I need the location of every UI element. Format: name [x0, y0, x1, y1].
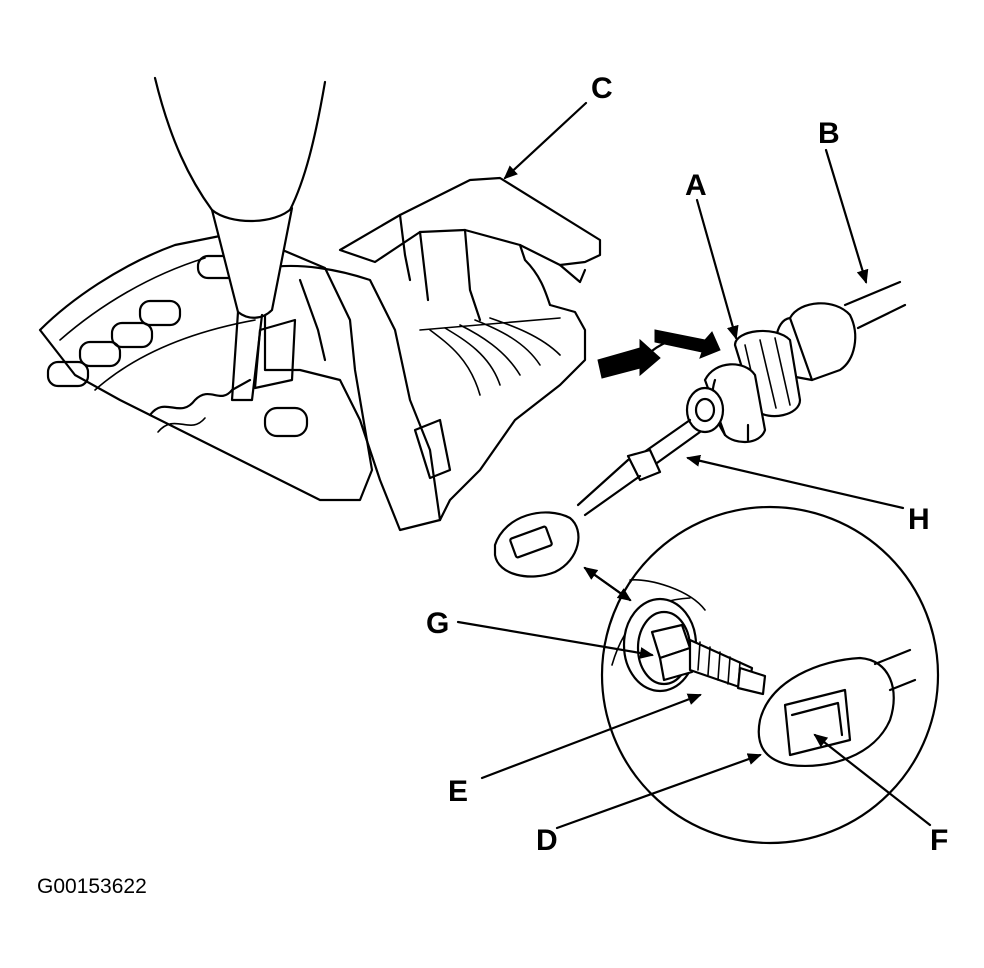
- label-g: G: [426, 607, 449, 640]
- cable-bracket-cover: [338, 176, 602, 522]
- label-e: E: [448, 775, 468, 808]
- shift-lever-housing: [38, 230, 442, 532]
- label-f: F: [930, 824, 948, 857]
- label-a: A: [685, 169, 707, 202]
- shift-lever: [153, 76, 327, 402]
- shift-cable: [493, 280, 907, 578]
- figure-id: G00153622: [37, 875, 147, 898]
- label-h: H: [908, 503, 930, 536]
- label-b: B: [818, 117, 840, 150]
- label-d: D: [536, 824, 558, 857]
- install-direction-arrows: [597, 329, 721, 379]
- detail-view: [600, 505, 940, 845]
- label-c: C: [591, 72, 613, 105]
- leader-lines: [456, 101, 932, 830]
